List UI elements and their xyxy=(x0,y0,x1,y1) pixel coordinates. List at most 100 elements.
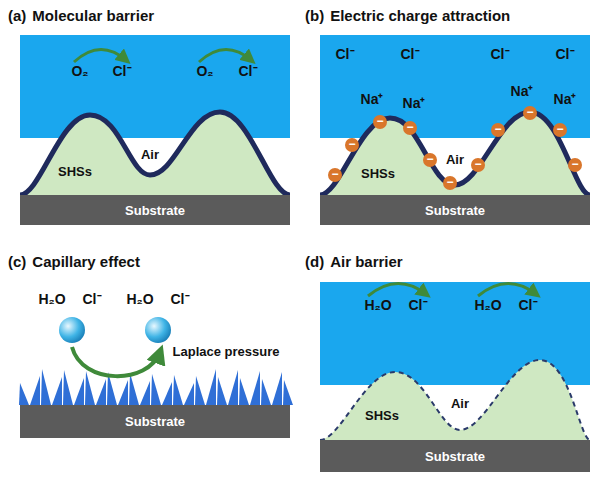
nano-spike xyxy=(118,380,128,405)
flow-arrow xyxy=(478,283,536,296)
panel-letter: (a) xyxy=(8,8,26,25)
air-layer-outline xyxy=(320,360,590,440)
panel-letter: (d) xyxy=(305,254,324,271)
charge-dot xyxy=(373,115,387,129)
nano-spike xyxy=(261,379,271,405)
panel-letter: (b) xyxy=(305,8,324,25)
droplet xyxy=(145,317,171,343)
nano-spike xyxy=(41,369,51,405)
panel-title: Molecular barrier xyxy=(32,8,154,25)
chem-label: Cl⁻ xyxy=(336,47,355,62)
panel-title: Capillary effect xyxy=(32,254,140,271)
nano-spike xyxy=(162,382,172,405)
flow-arrow xyxy=(199,49,251,62)
chem-label: O₂ xyxy=(71,64,88,79)
charge-dot xyxy=(553,123,567,137)
nano-spike xyxy=(272,372,282,405)
substrate-label: Substrate xyxy=(125,203,185,218)
molecular-film xyxy=(20,112,290,195)
charge-dot xyxy=(403,121,417,135)
panel-title: Electric charge attraction xyxy=(330,8,510,25)
chem-label: H₂O xyxy=(364,298,391,313)
panel-title: Air barrier xyxy=(330,254,403,271)
chem-label: − xyxy=(494,123,501,136)
chem-label: Cl⁻ xyxy=(519,298,538,313)
chem-label: Cl⁻ xyxy=(83,292,102,307)
chem-label: − xyxy=(376,115,383,128)
substrate-layer: Substrate xyxy=(20,195,290,225)
charge-dot xyxy=(328,168,342,182)
chem-label: SHSs xyxy=(361,167,395,181)
chem-label: H₂O xyxy=(38,292,65,307)
charge-dot xyxy=(423,153,437,167)
nano-spike xyxy=(74,378,84,405)
chem-label: − xyxy=(426,153,433,166)
nano-spike xyxy=(140,381,150,405)
chem-label: Na⁺ xyxy=(361,92,384,107)
flow-arrow xyxy=(368,283,426,296)
chem-label: Na⁺ xyxy=(554,92,577,107)
nano-spike xyxy=(173,375,183,405)
chem-label: Laplace pressure xyxy=(173,345,280,359)
nano-spike xyxy=(250,371,260,405)
shs-hills xyxy=(320,360,590,440)
charged-film xyxy=(320,112,590,195)
chem-label: Cl⁻ xyxy=(239,64,258,79)
chem-label: − xyxy=(348,138,355,151)
chem-label: Cl⁻ xyxy=(171,292,190,307)
shs-hills xyxy=(320,112,590,195)
panel-letter: (c) xyxy=(8,254,26,271)
charge-dot xyxy=(523,106,537,120)
water-region xyxy=(20,35,290,138)
chem-label: O₂ xyxy=(196,64,213,79)
chem-label: − xyxy=(526,106,533,119)
charge-dot xyxy=(443,176,457,190)
spike-array xyxy=(19,369,293,405)
nano-spike xyxy=(239,378,249,405)
chem-label: − xyxy=(571,158,578,171)
chem-label: Air xyxy=(141,148,159,162)
substrate-label: Substrate xyxy=(125,414,185,429)
charge-dot xyxy=(491,123,505,137)
chem-label: Cl⁻ xyxy=(556,47,575,62)
nano-spike xyxy=(184,383,194,405)
substrate-layer: Substrate xyxy=(20,405,290,438)
nano-spike xyxy=(129,373,139,405)
charge-dot xyxy=(471,158,485,172)
chem-label: − xyxy=(474,158,481,171)
chem-label: H₂O xyxy=(474,298,501,313)
nano-spike xyxy=(228,370,238,405)
flow-arrow xyxy=(74,49,126,62)
chem-label: SHSs xyxy=(58,165,92,179)
chem-label: Na⁺ xyxy=(403,96,426,111)
shs-hills xyxy=(20,112,290,195)
droplet xyxy=(59,317,85,343)
chem-label: H₂O xyxy=(126,292,153,307)
nano-spike xyxy=(19,383,29,405)
nano-spike xyxy=(195,376,205,405)
chem-label: Cl⁻ xyxy=(113,64,132,79)
nano-spike xyxy=(217,377,227,405)
charge-dot xyxy=(568,158,582,172)
chem-label: Air xyxy=(451,397,469,411)
charge-dot xyxy=(345,138,359,152)
rebound-arrow xyxy=(72,347,160,376)
nano-spike xyxy=(206,369,216,405)
nano-spike xyxy=(30,376,40,405)
chem-label: Cl⁻ xyxy=(491,47,510,62)
nano-spike xyxy=(96,379,106,405)
chem-label: Air xyxy=(446,153,464,167)
substrate-layer: Substrate xyxy=(320,195,590,225)
charge-group xyxy=(328,106,582,190)
chem-label: Na⁺ xyxy=(511,84,534,99)
chem-label: − xyxy=(331,168,338,181)
nano-spike xyxy=(63,370,73,405)
chem-label: Cl⁻ xyxy=(409,298,428,313)
chem-label: SHSs xyxy=(365,409,399,423)
nano-spike xyxy=(52,377,62,405)
chem-label: − xyxy=(556,123,563,136)
substrate-label: Substrate xyxy=(425,449,485,464)
substrate-layer: Substrate xyxy=(320,440,590,472)
substrate-label: Substrate xyxy=(425,203,485,218)
